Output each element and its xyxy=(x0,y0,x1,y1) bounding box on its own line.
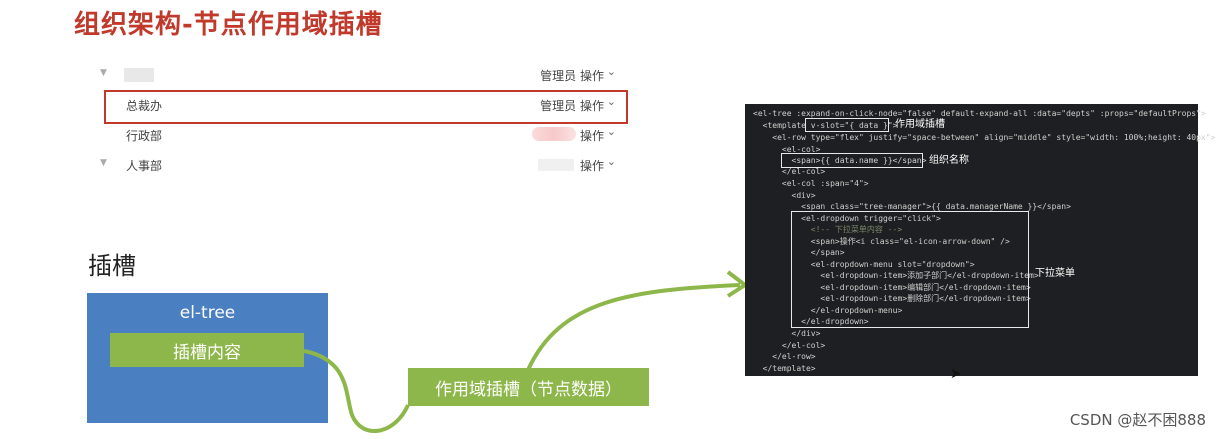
tree-row-label: 行政部 xyxy=(126,129,163,143)
el-tree-label: el-tree xyxy=(179,303,236,323)
tree-row-hr[interactable]: ▼ 人事部 操作 ⌄ xyxy=(88,152,628,178)
code-line: <el-dropdown-item>删除部门</el-dropdown-item… xyxy=(753,294,1031,303)
expand-caret-icon[interactable]: ▼ xyxy=(100,68,107,78)
code-line: <!-- 下拉菜单内容 --> xyxy=(753,225,903,234)
slot-to-scoped-arrow xyxy=(303,349,410,433)
code-line: <el-row type="flex" justify="space-betwe… xyxy=(753,133,1216,142)
page-title: 组织架构-节点作用域插槽 xyxy=(74,10,383,40)
code-line: </el-dropdown> xyxy=(753,317,869,326)
code-line: </el-col> xyxy=(753,341,826,350)
code-line: </span> xyxy=(753,248,845,257)
highlight-box xyxy=(104,90,628,124)
code-line: <el-dropdown trigger="click"> xyxy=(753,214,941,223)
code-line: <el-dropdown-menu slot="dropdown"> xyxy=(753,260,975,269)
mouse-cursor-icon: ➤ xyxy=(950,366,962,382)
slot-content-box: 插槽内容 xyxy=(110,333,304,367)
org-name-note: 组织名称 xyxy=(929,155,969,166)
scoped-to-code-arrow xyxy=(526,283,741,371)
watermark: CSDN @赵不困888 xyxy=(1069,411,1206,429)
code-line: <template v-slot="{ data }"> xyxy=(753,121,898,130)
chevron-down-icon: ⌄ xyxy=(606,95,616,108)
code-line: <el-tree :expand-on-click-node="false" d… xyxy=(753,109,1206,118)
tree-row-root[interactable]: ▼ 管理员 操作 ⌄ xyxy=(88,62,628,88)
blurred-manager xyxy=(538,159,574,171)
dropdown-callout xyxy=(791,211,1029,328)
scoped-slot-callout xyxy=(805,118,889,132)
code-line: <span>{{ data.name }}</span> xyxy=(753,156,927,165)
code-line: </template> xyxy=(753,364,816,373)
scoped-slot-box: 作用域插槽（节点数据） xyxy=(408,368,649,406)
chevron-down-icon: ⌄ xyxy=(606,65,616,78)
tree-row-label: 总裁办 xyxy=(126,99,163,113)
org-name-callout xyxy=(781,153,923,168)
code-line: <span class="tree-manager">{{ data.manag… xyxy=(753,202,1071,211)
code-line: <el-dropdown-item>编辑部门</el-dropdown-item… xyxy=(753,283,1031,292)
tree-row-manager[interactable]: 管理员 操作 xyxy=(540,69,604,83)
code-panel: <el-tree :expand-on-click-node="false" d… xyxy=(745,104,1215,376)
expand-caret-icon[interactable]: ▼ xyxy=(100,158,107,168)
code-line: <el-col :span="4"> xyxy=(753,179,869,188)
dropdown-note: 下拉菜单 xyxy=(1035,268,1075,279)
blurred-name xyxy=(124,68,154,82)
tree-row-manager[interactable]: 操作 xyxy=(579,129,604,143)
tree-row-manager[interactable]: 管理员 操作 xyxy=(540,99,604,113)
code-line: <el-col> xyxy=(753,145,821,154)
tree-row-ceo-office[interactable]: 总裁办 管理员 操作 ⌄ xyxy=(88,92,628,118)
tree-row-label: 人事部 xyxy=(126,159,163,173)
scoped-slot-note: 作用域插槽 xyxy=(895,119,945,130)
code-line: </div> xyxy=(753,329,821,338)
code-line: </el-col> xyxy=(753,167,826,176)
tree-row-admin[interactable]: 行政部 操作 ⌄ xyxy=(88,122,628,148)
code-line: <el-dropdown-item>添加子部门</el-dropdown-ite… xyxy=(753,271,1039,280)
blurred-manager xyxy=(532,127,576,141)
code-line: <div> xyxy=(753,191,816,200)
chevron-down-icon: ⌄ xyxy=(606,125,616,138)
code-line: </el-row> xyxy=(753,352,816,361)
code-line: </el-dropdown-menu> xyxy=(753,306,903,315)
section-label: 插槽 xyxy=(88,252,136,280)
tree-row-manager[interactable]: 操作 xyxy=(579,159,604,173)
chevron-down-icon: ⌄ xyxy=(606,155,616,168)
code-line: <span>操作<i class="el-icon-arrow-down" /> xyxy=(753,237,1010,246)
